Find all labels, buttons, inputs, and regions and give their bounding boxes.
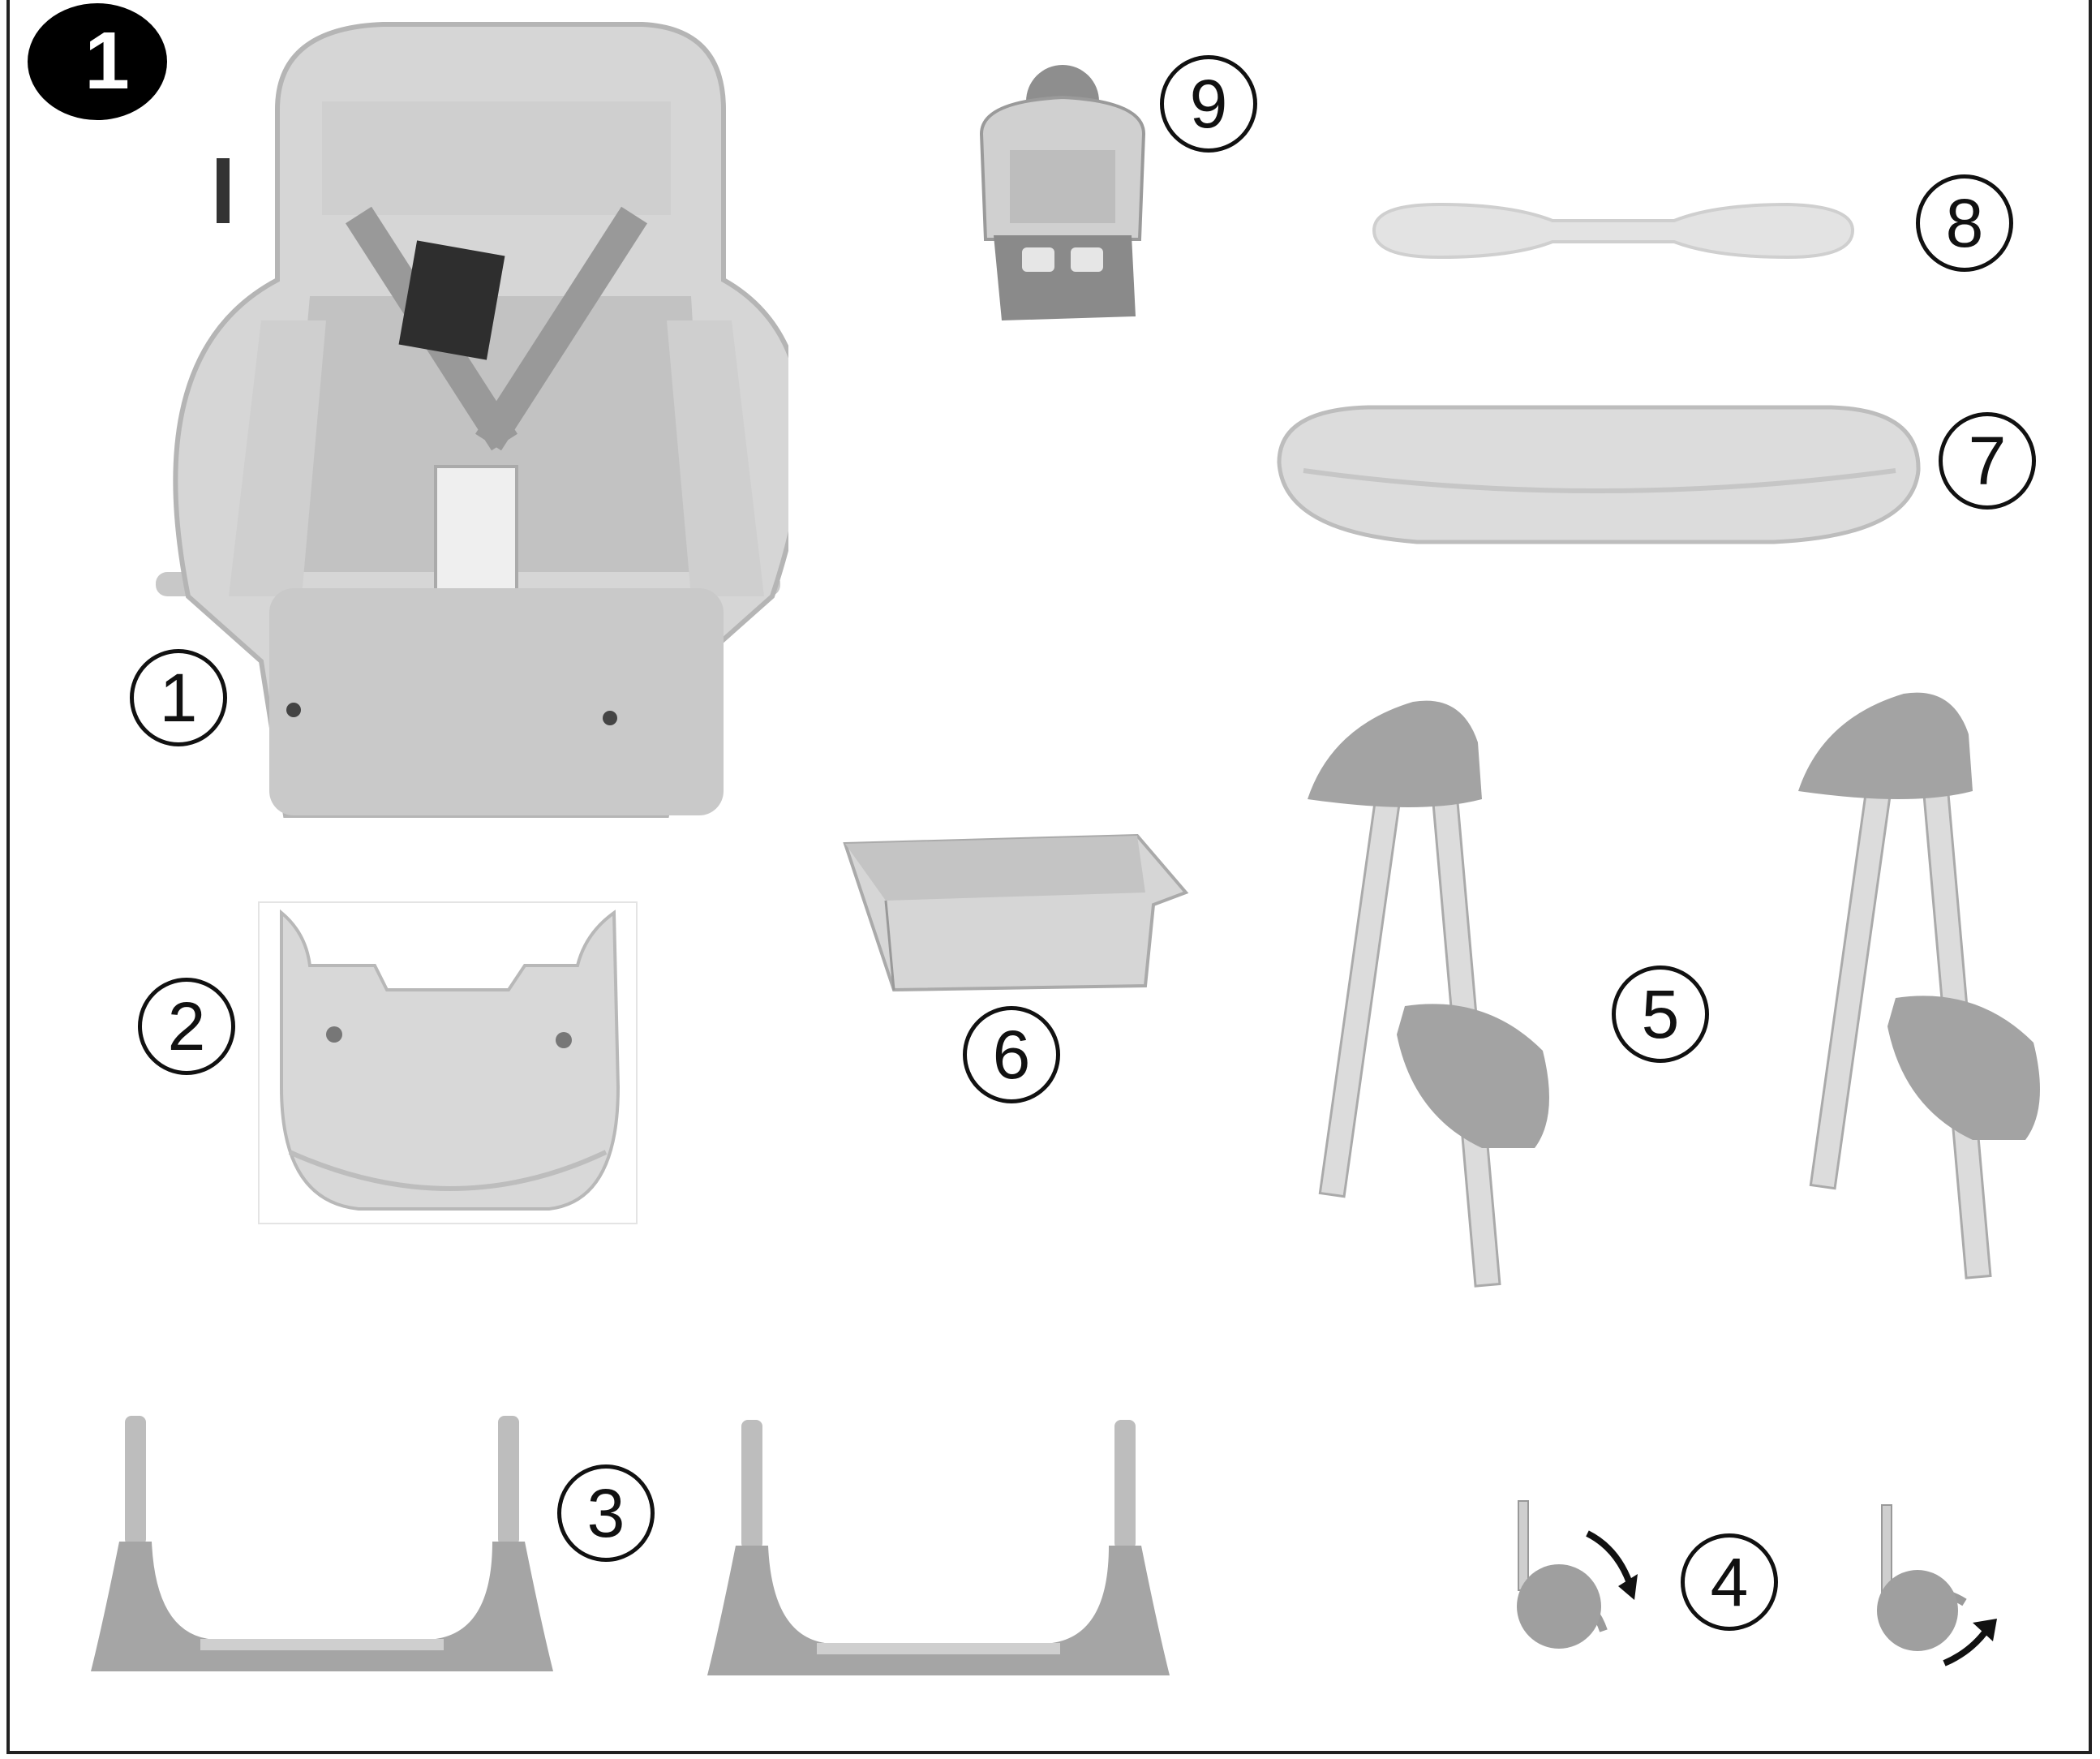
part-label-base-frame: 3 [557,1464,655,1562]
footrest-illustration [257,901,638,1225]
toy-illustration [965,53,1160,329]
diagram-frame: 1 1 2 3 [6,0,2092,1754]
part-label-legs: 5 [1612,966,1709,1063]
leg-right-illustration [1790,686,2058,1286]
part-label-footrest: 2 [138,978,235,1075]
part-label-toy: 9 [1160,55,1257,153]
basket-illustration [837,819,1194,998]
leg-left-illustration [1299,694,1567,1294]
part-label-basket: 6 [963,1006,1060,1103]
base-frame-right-illustration [703,1416,1174,1692]
part-label-seat: 1 [130,649,227,746]
part-label-tray: 7 [1939,412,2036,510]
wheel-right-illustration [1867,1497,2013,1667]
part-label-wheels: 4 [1681,1533,1778,1631]
base-frame-left-illustration [87,1412,557,1688]
wheel-left-illustration [1498,1493,1644,1655]
tray-insert-illustration [1366,196,1861,265]
tray-illustration [1271,398,1924,552]
seat-illustration [140,12,788,832]
part-label-tray-insert: 8 [1916,174,2013,272]
